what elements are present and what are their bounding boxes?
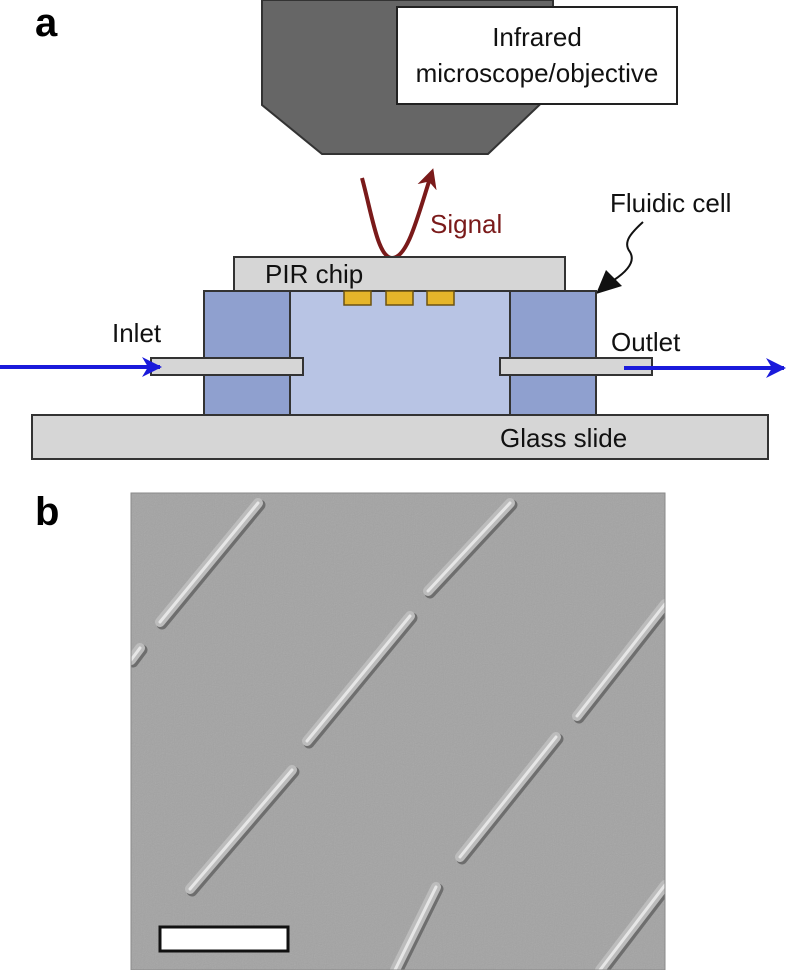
- scale-bar: [158, 925, 290, 953]
- cell-wall-left: [203, 290, 291, 416]
- nanorod-edge: [458, 735, 558, 859]
- signal-arrow: [360, 168, 437, 261]
- inlet-tube: [150, 357, 304, 376]
- inlet-label: Inlet: [112, 318, 162, 348]
- nanorod-edge: [393, 885, 438, 970]
- nanorod-edge: [188, 768, 294, 891]
- nanorod-edge: [158, 501, 260, 624]
- objective-label-line2: microscope/objective: [416, 58, 659, 88]
- sem-micrograph: [131, 493, 665, 970]
- fluidic-cell-arrowhead: [596, 270, 622, 294]
- nanorod-edge: [426, 501, 512, 593]
- glass-slide-label: Glass slide: [500, 423, 627, 453]
- panel-b-label: b: [35, 490, 59, 534]
- sem-frame: [130, 492, 666, 970]
- cell-wall-right: [509, 290, 597, 416]
- panel-a-label: a: [35, 1, 58, 45]
- outlet-label: Outlet: [611, 327, 681, 357]
- objective-label-line1: Infrared: [492, 22, 582, 52]
- fluidic-cell-label: Fluidic cell: [610, 188, 731, 218]
- glass-slide: [31, 414, 769, 460]
- nanorod-edge: [575, 602, 665, 718]
- fluidic-cell-pointer: [613, 221, 644, 281]
- electrode-1: [343, 290, 372, 306]
- electrode-2: [385, 290, 414, 306]
- nanorod-edge: [598, 883, 665, 970]
- pir-chip: [233, 256, 566, 292]
- nanorod-edge: [305, 614, 412, 743]
- electrode-3: [426, 290, 455, 306]
- nanorod-edge: [131, 646, 142, 662]
- fluid-channel: [289, 290, 511, 416]
- pir-chip-label: PIR chip: [265, 259, 363, 289]
- objective-label-box: [396, 6, 678, 105]
- signal-label: Signal: [430, 209, 502, 239]
